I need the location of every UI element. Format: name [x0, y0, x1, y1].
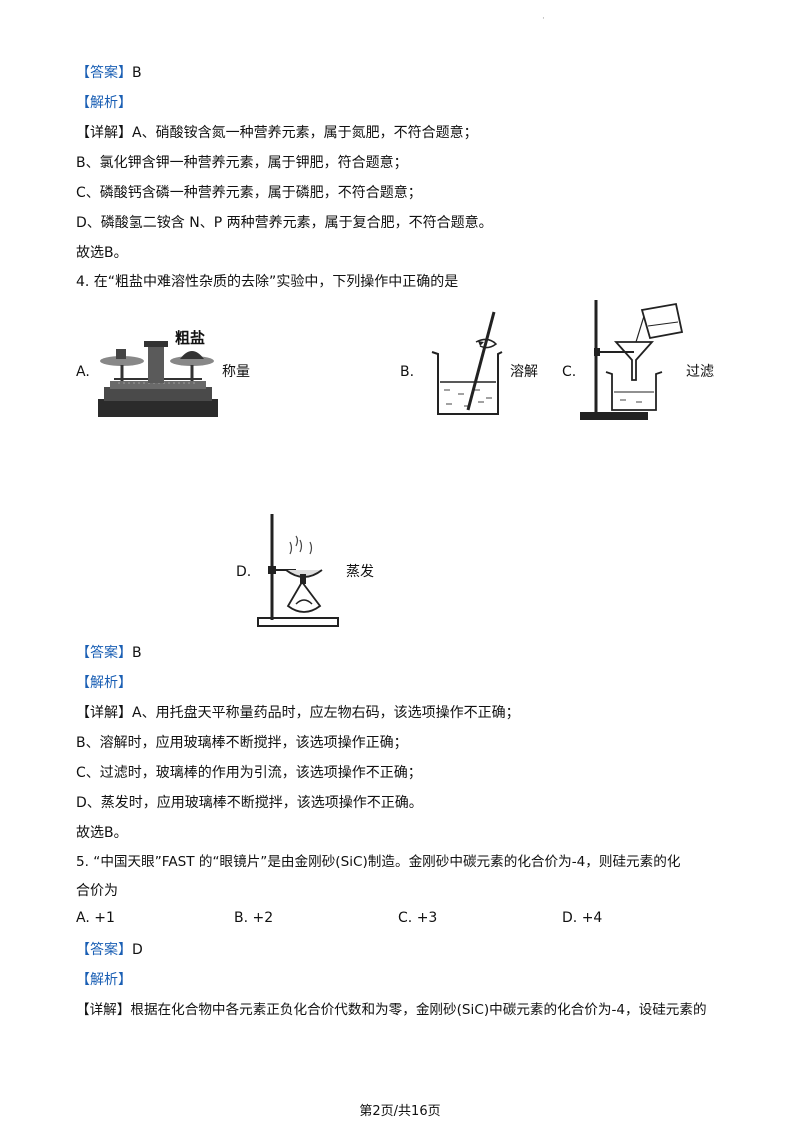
question-stem-continued: 合价为 — [76, 883, 118, 899]
option-letter: C. — [562, 364, 577, 380]
choice-d: D. +4 — [562, 910, 602, 926]
answer-value: B — [132, 65, 142, 81]
page-footer: 第2页/共16页 — [359, 1104, 441, 1119]
choice-letter: C. — [398, 910, 413, 926]
detail-text: 根据在化合物中各元素正负化合价代数和为零，金刚砂(SiC)中碳元素的化合价为-4… — [130, 1002, 707, 1018]
balance-figure-text: 粗盐 — [175, 329, 206, 347]
question-stem: 4. 在“粗盐中难溶性杂质的去除”实验中，下列操作中正确的是 — [76, 274, 459, 290]
detail-line: 【详解】根据在化合物中各元素正负化合价代数和为零，金刚砂(SiC)中碳元素的化合… — [76, 1000, 707, 1020]
option-name: 蒸发 — [346, 564, 374, 580]
answer-tag: 【答案】 — [76, 942, 132, 958]
choice-value: +1 — [94, 910, 115, 926]
detail-text: A、用托盘天平称量药品时，应左物右码，该选项操作不正确； — [132, 705, 520, 721]
answer-value: B — [132, 645, 142, 661]
analysis-tag: 【解析】 — [76, 95, 132, 111]
detail-text: A、硝酸铵含氮一种营养元素，属于氮肥，不符合题意； — [132, 125, 478, 141]
detail-tag: 【详解】 — [76, 1002, 131, 1018]
detail-line: B、氯化钾含钾一种营养元素，属于钾肥，符合题意； — [76, 155, 408, 171]
detail-line: 【详解】A、用托盘天平称量药品时，应左物右码，该选项操作不正确； — [76, 703, 520, 723]
answer-value: D — [132, 942, 143, 958]
detail-line: 【详解】A、硝酸铵含氮一种营养元素，属于氮肥，不符合题意； — [76, 123, 478, 143]
choice-a: A. +1 — [76, 910, 115, 926]
choice-value: +4 — [581, 910, 603, 926]
detail-line: D、磷酸氢二铵含 N、P 两种营养元素，属于复合肥，不符合题意。 — [76, 215, 493, 231]
corner-mark: · — [542, 14, 545, 24]
evaporation-icon — [256, 510, 342, 628]
choice-value: +2 — [252, 910, 274, 926]
option-name: 称量 — [222, 364, 250, 380]
answer-tag: 【答案】 — [76, 645, 132, 661]
filtration-icon — [578, 296, 688, 422]
choice-b: B. +2 — [234, 910, 273, 926]
choice-letter: D. — [562, 910, 578, 926]
detail-line: C、磷酸钙含磷一种营养元素，属于磷肥，不符合题意； — [76, 185, 422, 201]
option-name: 过滤 — [686, 364, 714, 380]
question-stem: 5. “中国天眼”FAST 的“眼镜片”是由金刚砂(SiC)制造。金刚砂中碳元素… — [76, 854, 681, 870]
answer-tag: 【答案】 — [76, 65, 132, 81]
choice-letter: B. — [234, 910, 249, 926]
answer-line: 【答案】B — [76, 643, 142, 663]
detail-tag: 【详解】 — [76, 125, 132, 141]
analysis-tag: 【解析】 — [76, 972, 132, 988]
option-letter: A. — [76, 364, 90, 380]
option-letter: D. — [236, 564, 252, 580]
balance-icon — [96, 325, 220, 419]
answer-line: 【答案】D — [76, 940, 143, 960]
conclusion-line: 故选B。 — [76, 245, 128, 261]
conclusion-line: 故选B。 — [76, 825, 128, 841]
choice-letter: A. — [76, 910, 90, 926]
choice-c: C. +3 — [398, 910, 437, 926]
detail-line: D、蒸发时，应用玻璃棒不断搅拌，该选项操作不正确。 — [76, 795, 423, 811]
detail-line: B、溶解时，应用玻璃棒不断搅拌，该选项操作正确； — [76, 735, 408, 751]
option-name: 溶解 — [510, 364, 538, 380]
beaker-stir-icon — [428, 310, 504, 420]
analysis-tag: 【解析】 — [76, 675, 132, 691]
option-letter: B. — [400, 364, 415, 380]
choice-value: +3 — [416, 910, 438, 926]
detail-line: C、过滤时，玻璃棒的作用为引流，该选项操作不正确； — [76, 765, 422, 781]
detail-tag: 【详解】 — [76, 705, 132, 721]
answer-line: 【答案】B — [76, 63, 142, 83]
